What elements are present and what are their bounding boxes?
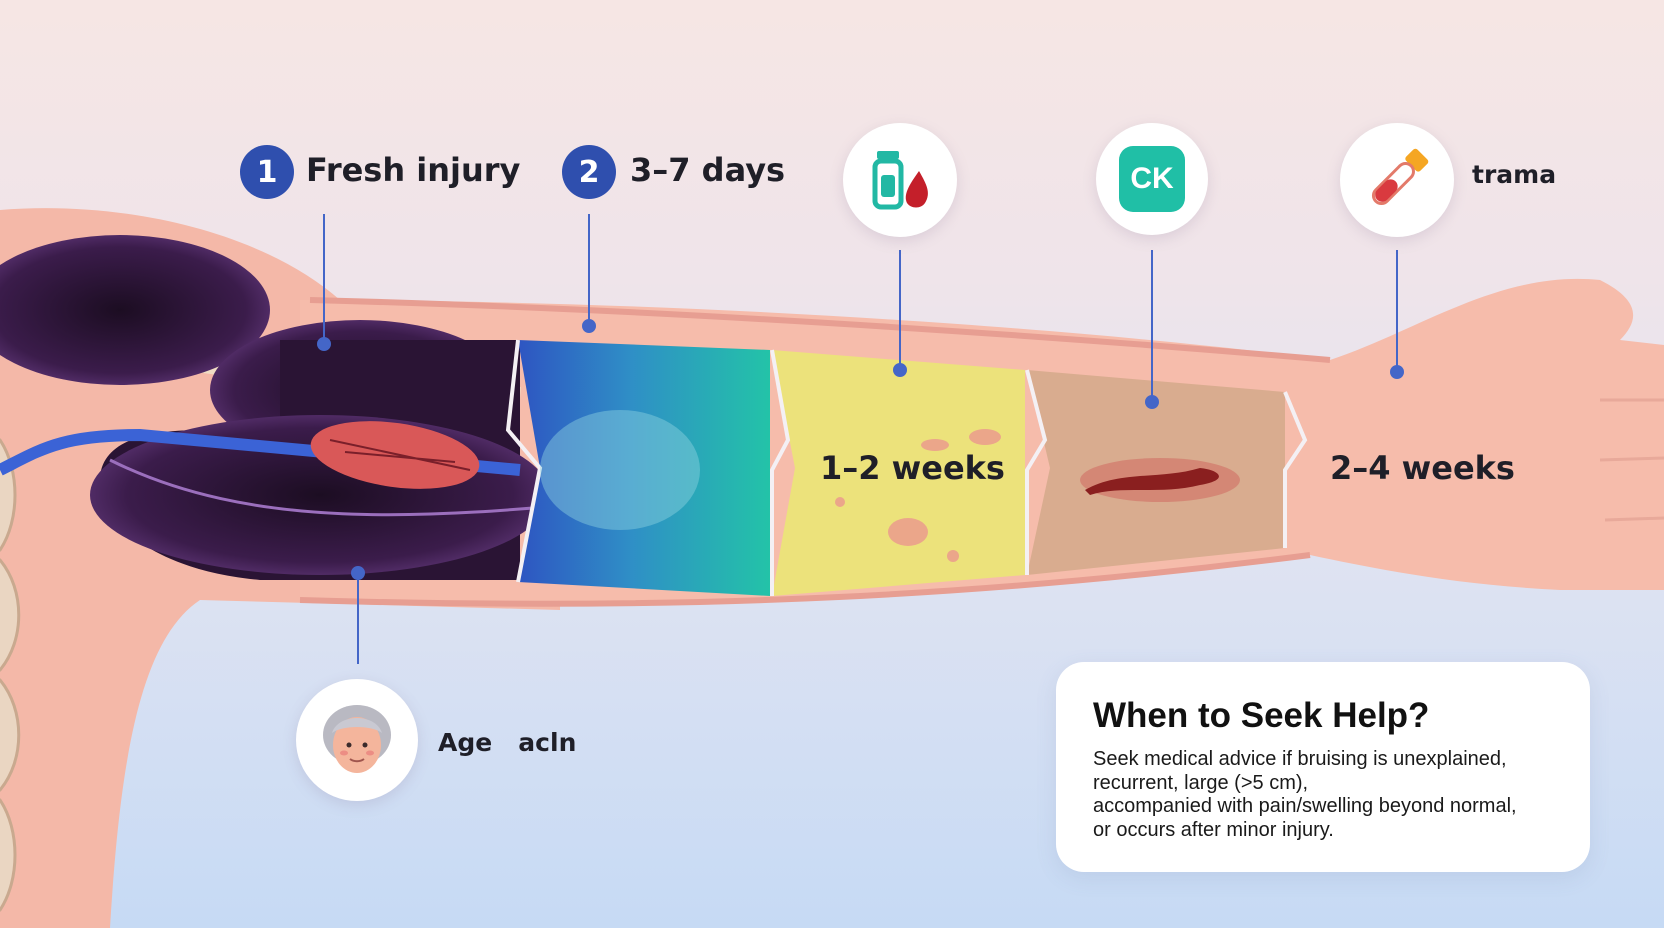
help-card-title: When to Seek Help? <box>1093 696 1430 735</box>
forearm-edge-bottom <box>299 552 1311 607</box>
age-label: Age acln <box>438 728 577 757</box>
pointer-lines <box>317 214 1404 664</box>
help-line-4: or occurs after minor injury. <box>1093 819 1334 841</box>
shoulder-mass <box>0 235 270 385</box>
stage-blue-green-band <box>518 340 770 596</box>
muscle-tear <box>310 421 480 489</box>
stage-yellow-band <box>772 350 1025 596</box>
forearm-edge-top <box>309 297 1331 363</box>
stage-2-label: 3–7 days <box>630 151 786 189</box>
blood-vial-icon <box>843 123 957 237</box>
trauma-label: trama <box>1472 160 1557 189</box>
blood-tube-icon <box>1340 123 1454 237</box>
elderly-person-icon <box>296 679 418 801</box>
help-line-2: recurrent, large (>5 cm), <box>1093 772 1309 794</box>
help-line-1: Seek medical advice if bruising is unexp… <box>1093 748 1507 770</box>
stage-3-label: 1–2 weeks <box>820 449 1005 487</box>
help-line-3: accompanied with pain/swelling beyond no… <box>1093 795 1517 817</box>
stage-2-number-badge: 2 <box>562 145 616 199</box>
ck-badge: CK <box>1119 146 1185 212</box>
ck-label: CK <box>1130 162 1174 195</box>
help-card: When to Seek Help? Seek medical advice i… <box>1056 662 1590 872</box>
ck-test-icon: CK <box>1096 123 1208 235</box>
stage-1-label: Fresh injury <box>306 151 521 189</box>
stage-1-number-badge: 1 <box>240 145 294 199</box>
stage-4-label: 2–4 weeks <box>1330 449 1515 487</box>
vein <box>0 428 521 476</box>
